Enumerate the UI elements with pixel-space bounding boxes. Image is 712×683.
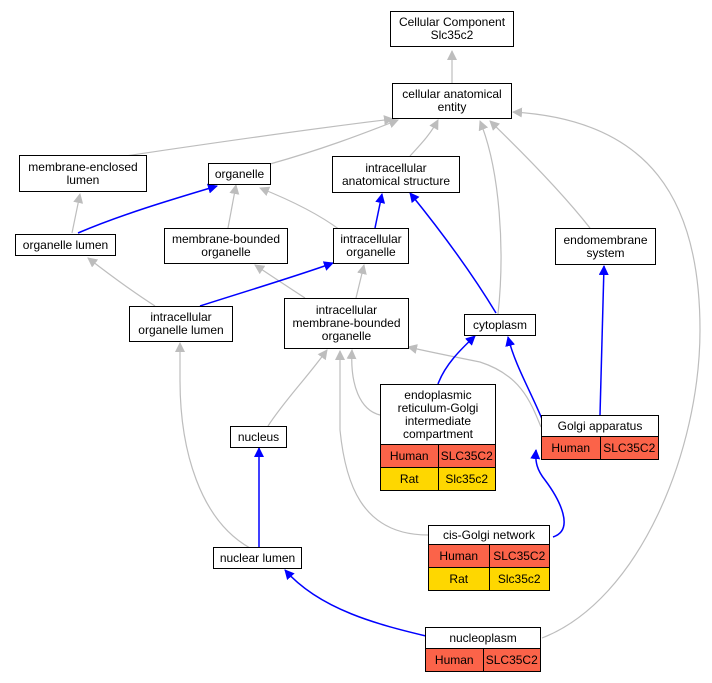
edge-golgi-imbo — [407, 344, 542, 428]
node-intracellular-organelle-lumen[interactable]: intracellular organelle lumen — [129, 306, 233, 342]
node-label: nuclear lumen — [219, 550, 296, 565]
node-label: organelle — [214, 166, 265, 181]
node-cellular-anatomical-entity[interactable]: cellular anatomical entity — [392, 83, 512, 119]
node-label: organelle lumen — [22, 237, 109, 252]
edge-orglumen-mel — [71, 193, 84, 234]
node-nucleoplasm[interactable]: nucleoplasm Human SLC35C2 — [425, 627, 541, 672]
annotation-row-human: Human SLC35C2 — [429, 544, 549, 567]
edge-cyto-cae — [478, 120, 502, 315]
node-label: nucleoplasm — [449, 630, 517, 645]
edge-iol-bottom — [175, 342, 251, 549]
edge-cisgolgi-golgi — [530, 449, 565, 538]
edge-nucleoplasm-nuclumen — [284, 569, 427, 637]
node-cytoplasm[interactable]: cytoplasm — [464, 314, 536, 336]
node-organelle[interactable]: organelle — [208, 163, 271, 185]
edge-organelle-cae — [269, 118, 399, 165]
annotation-row-rat: Rat Slc35c2 — [429, 567, 549, 590]
node-membrane-enclosed-lumen[interactable]: membrane-enclosed lumen — [19, 155, 147, 192]
edge-cisgolgi-imbo — [335, 350, 429, 536]
node-label: nucleus — [237, 429, 280, 444]
node-intracellular-organelle[interactable]: intracellular organelle — [333, 228, 409, 264]
edge-imbo-io — [355, 264, 367, 299]
edge-golgi-cyto — [505, 336, 543, 420]
edge-io-organelle — [259, 186, 341, 231]
node-cellular-component[interactable]: Cellular Component Slc35c2 — [390, 11, 514, 47]
node-membrane-bounded-organelle[interactable]: membrane-bounded organelle — [164, 228, 288, 264]
edge-iol-io — [199, 261, 334, 307]
node-nuclear-lumen[interactable]: nuclear lumen — [213, 547, 302, 569]
node-label: intracellular organelle — [340, 232, 402, 259]
annotation-row-human: Human SLC35C2 — [426, 648, 540, 671]
species-cell: Rat — [399, 471, 419, 486]
gene-cell: Slc35c2 — [488, 568, 550, 590]
gene-cell: SLC35C2 — [599, 437, 659, 459]
node-intracellular-anatomical-structure[interactable]: intracellular anatomical structure — [332, 156, 460, 193]
node-label: cis-Golgi network — [442, 527, 536, 542]
node-label: intracellular membrane-bounded organelle — [292, 303, 401, 343]
edge-ergic-imbo — [346, 349, 381, 416]
gene-cell: SLC35C2 — [437, 445, 496, 467]
node-label: endoplasmic reticulum-Golgi intermediate… — [397, 387, 479, 441]
node-golgi-apparatus[interactable]: Golgi apparatus Human SLC35C2 — [541, 415, 659, 460]
node-label: intracellular anatomical structure — [341, 160, 451, 188]
species-cell: Human — [434, 652, 474, 667]
node-label: Golgi apparatus — [557, 418, 643, 433]
node-label: cytoplasm — [472, 317, 528, 332]
edge-iol-orglumen — [87, 257, 156, 307]
annotation-row-rat: Rat Slc35c2 — [381, 467, 495, 490]
node-nucleus[interactable]: nucleus — [230, 426, 287, 448]
gene-cell: Slc35c2 — [437, 468, 496, 490]
edge-cyto-ias — [409, 192, 497, 314]
node-label: endomembrane system — [563, 232, 648, 260]
edge-mel-cae — [124, 115, 394, 157]
node-label: membrane-enclosed lumen — [28, 159, 138, 187]
edge-orglumen-organelle — [77, 183, 218, 234]
edge-nucleus-imbo — [267, 349, 328, 427]
node-label: Cellular Component Slc35c2 — [398, 15, 506, 42]
edge-endo-cae — [489, 120, 591, 229]
species-cell: Human — [439, 548, 479, 563]
edge-ergic-cyto — [437, 335, 476, 385]
gene-cell: SLC35C2 — [482, 649, 541, 671]
edge-imbo-mbo — [254, 264, 306, 299]
species-cell: Human — [389, 448, 429, 463]
edge-io-ias — [374, 193, 386, 229]
species-cell: Human — [551, 440, 591, 455]
node-label: cellular anatomical entity — [402, 87, 502, 114]
species-cell: Rat — [449, 571, 469, 586]
edge-ias-cae — [409, 119, 439, 157]
edge-nucleoplasm-cae — [512, 107, 701, 639]
node-label: membrane-bounded organelle — [171, 232, 281, 259]
node-intracellular-membrane-bounded-organelle[interactable]: intracellular membrane-bounded organelle — [284, 298, 409, 349]
node-cis-golgi-network[interactable]: cis-Golgi network Human SLC35C2 Rat Slc3… — [428, 525, 550, 591]
edge-golgi-endo — [598, 265, 609, 416]
node-endomembrane-system[interactable]: endomembrane system — [555, 228, 656, 265]
edge-mbo-organelle — [227, 184, 240, 229]
node-label: intracellular organelle lumen — [138, 310, 224, 337]
gene-cell: SLC35C2 — [488, 545, 550, 567]
node-organelle-lumen[interactable]: organelle lumen — [15, 234, 116, 256]
node-er-golgi-intermediate-compartment[interactable]: endoplasmic reticulum-Golgi intermediate… — [380, 384, 496, 491]
annotation-row-human: Human SLC35C2 — [542, 436, 658, 459]
annotation-row-human: Human SLC35C2 — [381, 444, 495, 467]
